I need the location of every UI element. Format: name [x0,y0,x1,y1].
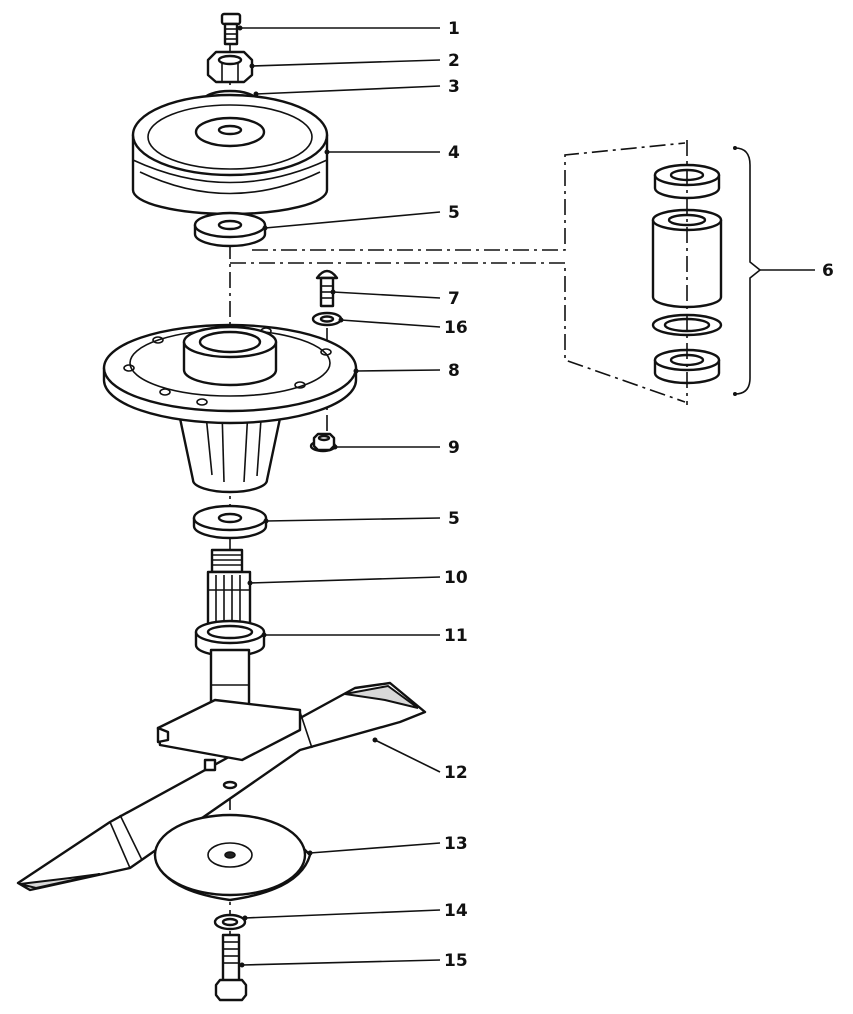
part-13-adapter [153,813,312,902]
part-1-bolt [220,12,242,46]
callout-1: 1 [448,19,460,39]
part-7-carriage-bolt [315,269,339,308]
part-5-spacer-upper [193,211,267,248]
part-16-lock-washer [311,311,343,327]
callout-10: 10 [444,568,468,588]
callout-2: 2 [448,51,460,71]
callout-labels: 1 2 3 4 5 6 7 16 8 9 5 10 11 12 13 14 15 [444,19,834,971]
callout-5-lower: 5 [448,509,460,529]
callout-9: 9 [448,438,460,458]
kit-link-lower [230,262,686,403]
callout-13: 13 [444,834,468,854]
part-12-blade [16,681,427,892]
callout-11: 11 [444,626,468,646]
callout-6: 6 [822,261,834,281]
part-2-nut [206,50,254,84]
part-6-bearing-kit [651,140,723,405]
part-4-pulley [131,93,329,216]
callout-14: 14 [444,901,468,921]
part-8-spindle-housing [102,323,358,494]
part-9-flange-nut [309,432,337,453]
callout-16: 16 [444,318,468,338]
part-14-lock-washer [213,913,247,931]
callout-4: 4 [448,143,460,163]
part-15-blade-bolt [214,933,248,1002]
part-5-spacer-lower [192,504,268,540]
kit-bracket [734,147,762,395]
callout-7: 7 [448,289,460,309]
part-10-spindle-shaft [206,548,252,627]
callout-15: 15 [444,951,468,971]
callout-leaders [237,25,815,968]
callout-12: 12 [444,763,468,783]
callout-5-upper: 5 [448,203,460,223]
kit-link-upper [252,142,686,251]
callout-8: 8 [448,361,460,381]
callout-3: 3 [448,77,460,97]
blade-hub-plate [156,698,302,772]
